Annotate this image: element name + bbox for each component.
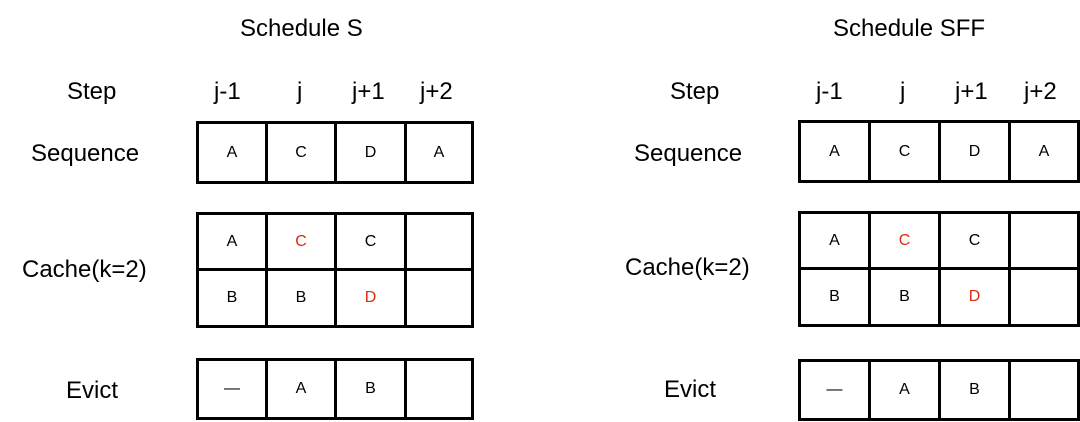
evict-cell	[1011, 362, 1077, 418]
cache-cell-new: D	[968, 288, 981, 305]
step-header: j	[297, 78, 303, 105]
evict-cell	[407, 361, 471, 417]
step-header: j+2	[420, 78, 453, 105]
evict-cell: B	[365, 380, 376, 397]
step-header: j+2	[1024, 78, 1057, 105]
cache-cell	[407, 215, 471, 268]
evict-cell: B	[969, 381, 980, 398]
cache-grid: A C C B B D	[798, 211, 1080, 327]
evict-cell: A	[899, 381, 910, 398]
sequence-cell: A	[433, 143, 445, 161]
schedule-sff-panel: Schedule SFF Step j-1 j j+1 j+2 Sequence…	[540, 0, 1080, 422]
evict-row: — A B	[798, 359, 1080, 421]
cache-grid: A C C B B D	[196, 212, 474, 328]
sequence-label: Sequence	[31, 140, 140, 167]
panel-title: Schedule SFF	[833, 15, 986, 42]
sequence-cell: C	[295, 143, 307, 161]
step-header: j+1	[955, 78, 988, 105]
cache-cell: A	[829, 231, 840, 249]
cache-cell: B	[295, 289, 307, 306]
evict-cell: —	[826, 381, 843, 398]
cache-cell	[1011, 270, 1077, 324]
sequence-label: Sequence	[634, 140, 743, 167]
step-label: Step	[67, 78, 117, 105]
cache-cell: C	[968, 231, 981, 249]
sequence-row: A C D A	[798, 120, 1080, 183]
sequence-cell: A	[226, 143, 238, 161]
cache-cell: C	[364, 232, 377, 250]
cache-cell: B	[899, 288, 910, 305]
cache-cell-new: D	[364, 289, 377, 306]
evict-label: Evict	[66, 377, 119, 404]
evict-cell: —	[224, 380, 240, 397]
step-header: j	[900, 78, 906, 105]
evict-label: Evict	[664, 376, 717, 403]
sequence-cell: A	[1038, 142, 1050, 160]
cache-cell: B	[829, 288, 840, 305]
cache-label: Cache(k=2)	[625, 254, 750, 281]
cache-label: Cache(k=2)	[22, 256, 147, 283]
sequence-cell: D	[364, 143, 377, 161]
cache-cell	[1011, 214, 1077, 267]
cache-cell	[407, 271, 471, 325]
sequence-cell: A	[829, 142, 840, 160]
step-label: Step	[670, 78, 720, 105]
schedule-s-panel: Schedule S Step j-1 j j+1 j+2 Sequence A…	[22, 15, 474, 420]
step-header: j-1	[214, 78, 241, 105]
cache-cell-new: C	[295, 232, 307, 250]
cache-cell: B	[226, 289, 238, 306]
sequence-row: A C D A	[196, 121, 474, 184]
cache-cell-new: C	[898, 231, 911, 249]
sequence-cell: C	[898, 142, 911, 160]
cache-cell: A	[226, 232, 238, 250]
evict-row: — A B	[196, 358, 474, 420]
step-header: j+1	[352, 78, 385, 105]
step-header: j-1	[816, 78, 843, 105]
evict-cell: A	[295, 380, 307, 397]
panel-title: Schedule S	[240, 15, 363, 42]
sequence-cell: D	[968, 142, 981, 160]
